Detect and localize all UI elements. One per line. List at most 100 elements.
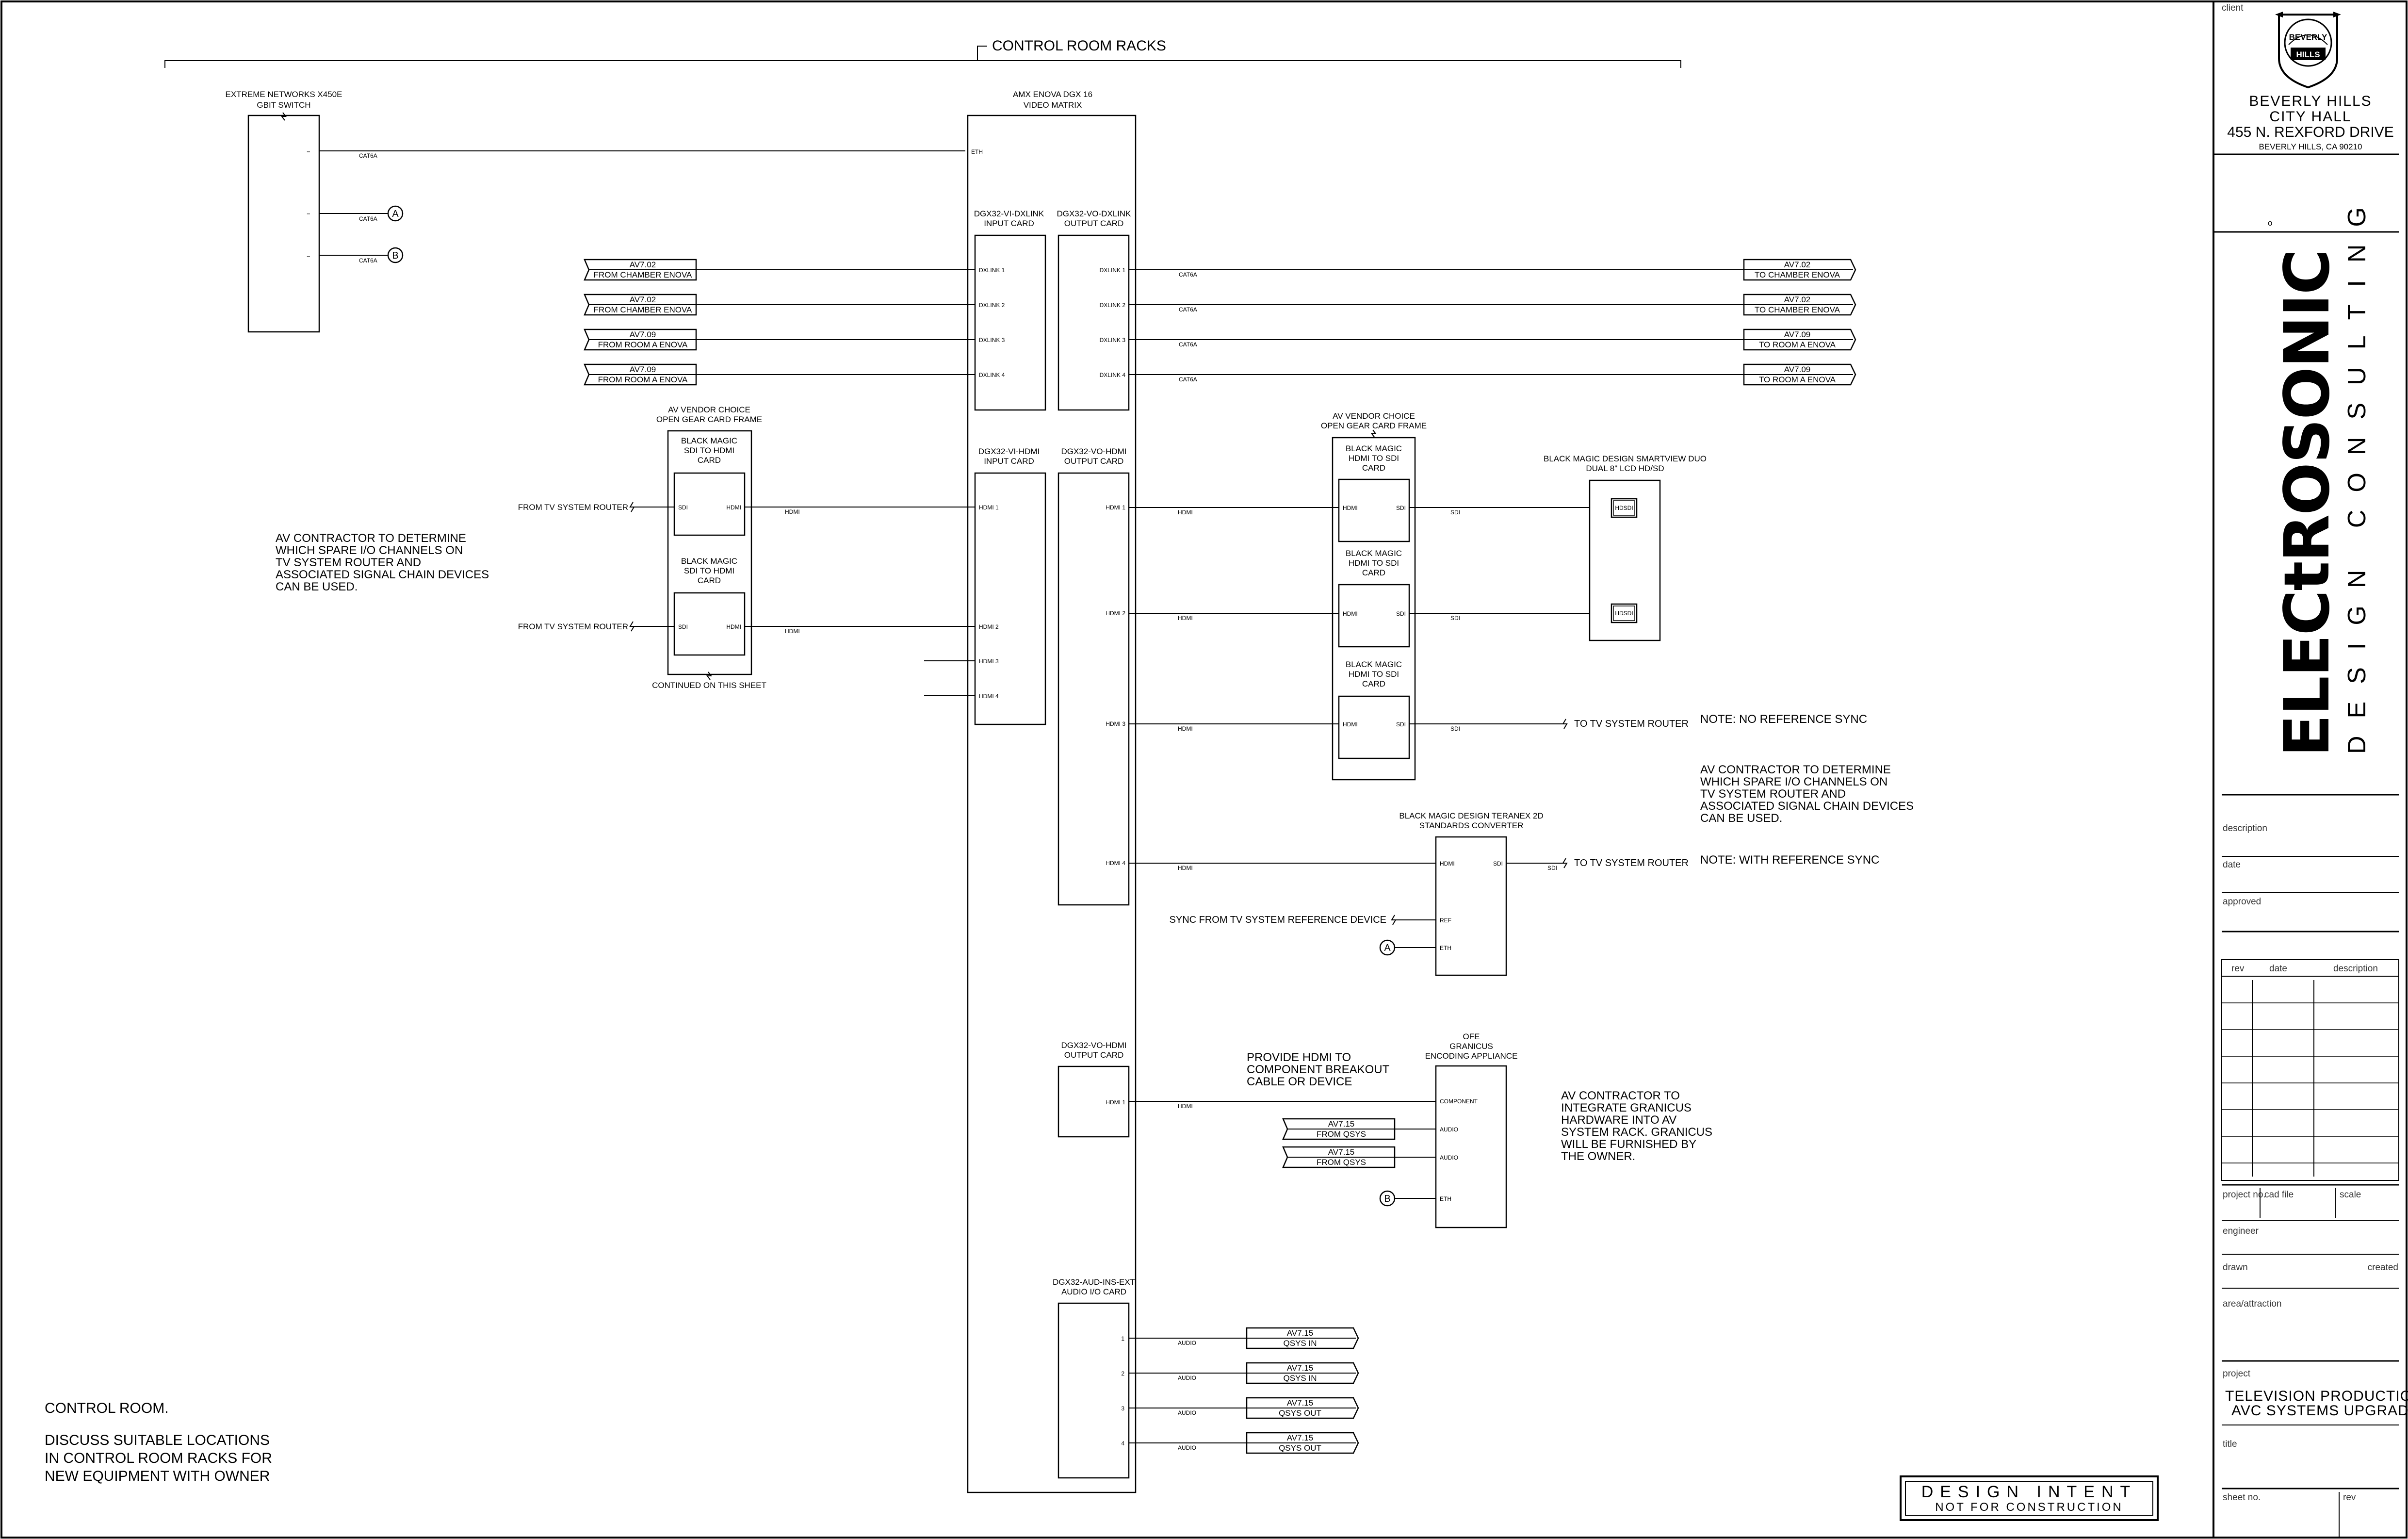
tag-text: QSYS IN <box>1284 1374 1317 1383</box>
date-label: date <box>2223 860 2241 870</box>
cable-label: SDI <box>1450 725 1460 732</box>
dxlink-out-port: DXLINK 2 <box>1100 302 1126 309</box>
hdmi-input-card <box>974 472 1046 725</box>
matrix-subtitle: VIDEO MATRIX <box>1024 100 1082 110</box>
card-port: HDMI <box>726 504 741 511</box>
cable-label: AUDIO <box>1178 1409 1196 1416</box>
card-port: HDMI <box>1343 505 1358 511</box>
dxlink-row: AV7.09 FROM ROOM A ENOVA DXLINK 4 DXLINK… <box>584 363 1856 386</box>
stamp-line-2: NOT FOR CONSTRUCTION <box>1935 1501 2123 1514</box>
client-name: CITY HALL <box>2269 109 2351 125</box>
tag-ref: AV7.15 <box>1287 1398 1314 1408</box>
dxlink-in-port: DXLINK 2 <box>979 302 1005 309</box>
card-line: HDMI TO SDI <box>1349 670 1399 679</box>
provide-hdmi-line: COMPONENT BREAKOUT <box>1247 1063 1390 1076</box>
card-line: BLACK MAGIC <box>1346 549 1402 558</box>
card-line: BLACK MAGIC <box>681 557 737 566</box>
switch-box <box>247 115 320 333</box>
card-line: CARD <box>1362 679 1385 688</box>
dxlink-in-port: DXLINK 3 <box>979 337 1005 344</box>
audio-card-sub: AUDIO I/O CARD <box>1061 1287 1126 1296</box>
tag-ref: AV7.09 <box>1784 330 1811 339</box>
tag-ref: AV7.15 <box>1287 1363 1314 1373</box>
hdmi-output2-card <box>1058 1065 1130 1138</box>
dxlink-out-port: DXLINK 3 <box>1100 337 1126 344</box>
cable-label: SDI <box>1547 865 1557 871</box>
cable-label: HDMI <box>1178 615 1193 622</box>
tag-text: FROM ROOM A ENOVA <box>598 340 688 349</box>
tag-a-label: A <box>1384 943 1391 953</box>
dxlink-output-card <box>1058 234 1130 411</box>
bottom-note: CONTROL ROOM. DISCUSS SUITABLE LOCATIONS… <box>45 1400 272 1484</box>
stamp-line-1: DESIGN INTENT <box>1921 1483 2137 1501</box>
to-router-label: TO TV SYSTEM ROUTER <box>1574 719 1689 729</box>
card-port: SDI <box>1396 610 1406 617</box>
card-line: CARD <box>698 576 721 585</box>
tag-ref: AV7.09 <box>1784 365 1811 374</box>
project-no-label: project no. <box>2223 1190 2266 1200</box>
tag-text: QSYS OUT <box>1279 1443 1321 1453</box>
teranex-subtitle: STANDARDS CONVERTER <box>1419 821 1524 830</box>
audio-card <box>1058 1302 1130 1479</box>
note-line: ASSOCIATED SIGNAL CHAIN DEVICES <box>276 568 489 581</box>
title-block: client BEVERLY HILLS BEVERLY HILLS CITY … <box>2213 1 2408 1538</box>
switch-port-glyph: ⵈ <box>307 148 310 155</box>
card-port: SDI <box>1396 505 1406 511</box>
control-room-racks-bracket: CONTROL ROOM RACKS <box>164 38 1681 68</box>
cable-label: HDMI <box>1178 725 1193 732</box>
audio-port: 1 <box>1121 1335 1124 1342</box>
sdi-to-hdmi-card-1 <box>673 472 746 536</box>
cable-label: HDMI <box>1178 1103 1193 1110</box>
bottom-note-line: CONTROL ROOM. <box>45 1400 169 1416</box>
tag-ref: AV7.02 <box>630 295 656 304</box>
dxlink-in-port: DXLINK 4 <box>979 372 1005 378</box>
tag-ref: AV7.15 <box>1287 1328 1314 1338</box>
tag-ref: AV7.09 <box>630 365 656 374</box>
control-room-racks-label: CONTROL ROOM RACKS <box>992 38 1166 54</box>
router-inputs: FROM TV SYSTEM ROUTER HDMI HDMI 1 FROM T… <box>518 502 999 700</box>
granicus-box <box>1435 1065 1507 1228</box>
note-line: AV CONTRACTOR TO DETERMINE <box>1700 763 1891 776</box>
firm-logo: ELECtROSONIC DESIGN CONSULTING <box>2271 190 2371 757</box>
sync-from-label: SYNC FROM TV SYSTEM REFERENCE DEVICE <box>1170 915 1386 925</box>
cable-label: HDMI <box>785 508 800 515</box>
tag-text: TO ROOM A ENOVA <box>1759 340 1836 349</box>
hdmi-out-port: HDMI 1 <box>1106 504 1125 511</box>
monitor-subtitle: DUAL 8" LCD HD/SD <box>1586 464 1664 473</box>
right-card-frame: AV VENDOR CHOICE OPEN GEAR CARD FRAME BL… <box>1321 411 1427 781</box>
hdmi-output2-sub: OUTPUT CARD <box>1064 1050 1123 1060</box>
granicus-appliance: OFE GRANICUS ENCODING APPLIANCE COMPONEN… <box>1129 1032 1712 1228</box>
monitor-port-1 <box>1611 498 1638 518</box>
granicus-title: GRANICUS <box>1449 1042 1493 1051</box>
matrix-eth-port: ETH <box>971 148 983 155</box>
dxlink-input-card <box>974 234 1046 411</box>
tag-text: QSYS OUT <box>1279 1408 1321 1418</box>
card-port: SDI <box>1396 721 1406 728</box>
card-line: BLACK MAGIC <box>1346 660 1402 669</box>
dxlink-rows: AV7.02 FROM CHAMBER ENOVA DXLINK 1 DXLIN… <box>584 259 1856 386</box>
right-frame-subtitle: OPEN GEAR CARD FRAME <box>1321 421 1427 430</box>
tag-text: TO ROOM A ENOVA <box>1759 375 1836 384</box>
area-label: area/attraction <box>2223 1299 2281 1309</box>
dxlink-row: AV7.09 FROM ROOM A ENOVA DXLINK 3 DXLINK… <box>584 328 1856 351</box>
left-card-frame: AV VENDOR CHOICE OPEN GEAR CARD FRAME CO… <box>652 405 766 690</box>
client-address: 455 N. REXFORD DRIVE <box>2227 124 2393 140</box>
granicus-note-line: HARDWARE INTO AV <box>1561 1113 1676 1127</box>
teranex-port: HDMI <box>1440 860 1455 867</box>
hdmi-output-lines: HDMI 1 HDMI SDI HDMI 2 HDMI SDI HDMI 3 H… <box>1106 504 1867 871</box>
cable-label: CAT6A <box>1179 306 1197 313</box>
engineer-label: engineer <box>2223 1226 2259 1236</box>
note-line: WHICH SPARE I/O CHANNELS ON <box>276 544 463 557</box>
cable-label: CAT6A <box>1179 341 1197 348</box>
project-name: TELEVISION PRODUCTION <box>2225 1388 2408 1404</box>
monitor-title: BLACK MAGIC DESIGN SMARTVIEW DUO <box>1544 454 1707 463</box>
cable-label: CAT6A <box>359 152 377 159</box>
hdmi-input-sub: INPUT CARD <box>984 457 1034 466</box>
audio-card-title: DGX32-AUD-INS-EXT <box>1053 1277 1135 1287</box>
granicus-note-line: WILL BE FURNISHED BY <box>1561 1138 1696 1151</box>
project-label: project <box>2223 1369 2251 1379</box>
card-line: BLACK MAGIC <box>681 436 737 445</box>
granicus-note-line: INTEGRATE GRANICUS <box>1561 1101 1692 1114</box>
right-note: AV CONTRACTOR TO DETERMINE WHICH SPARE I… <box>1700 763 1914 825</box>
